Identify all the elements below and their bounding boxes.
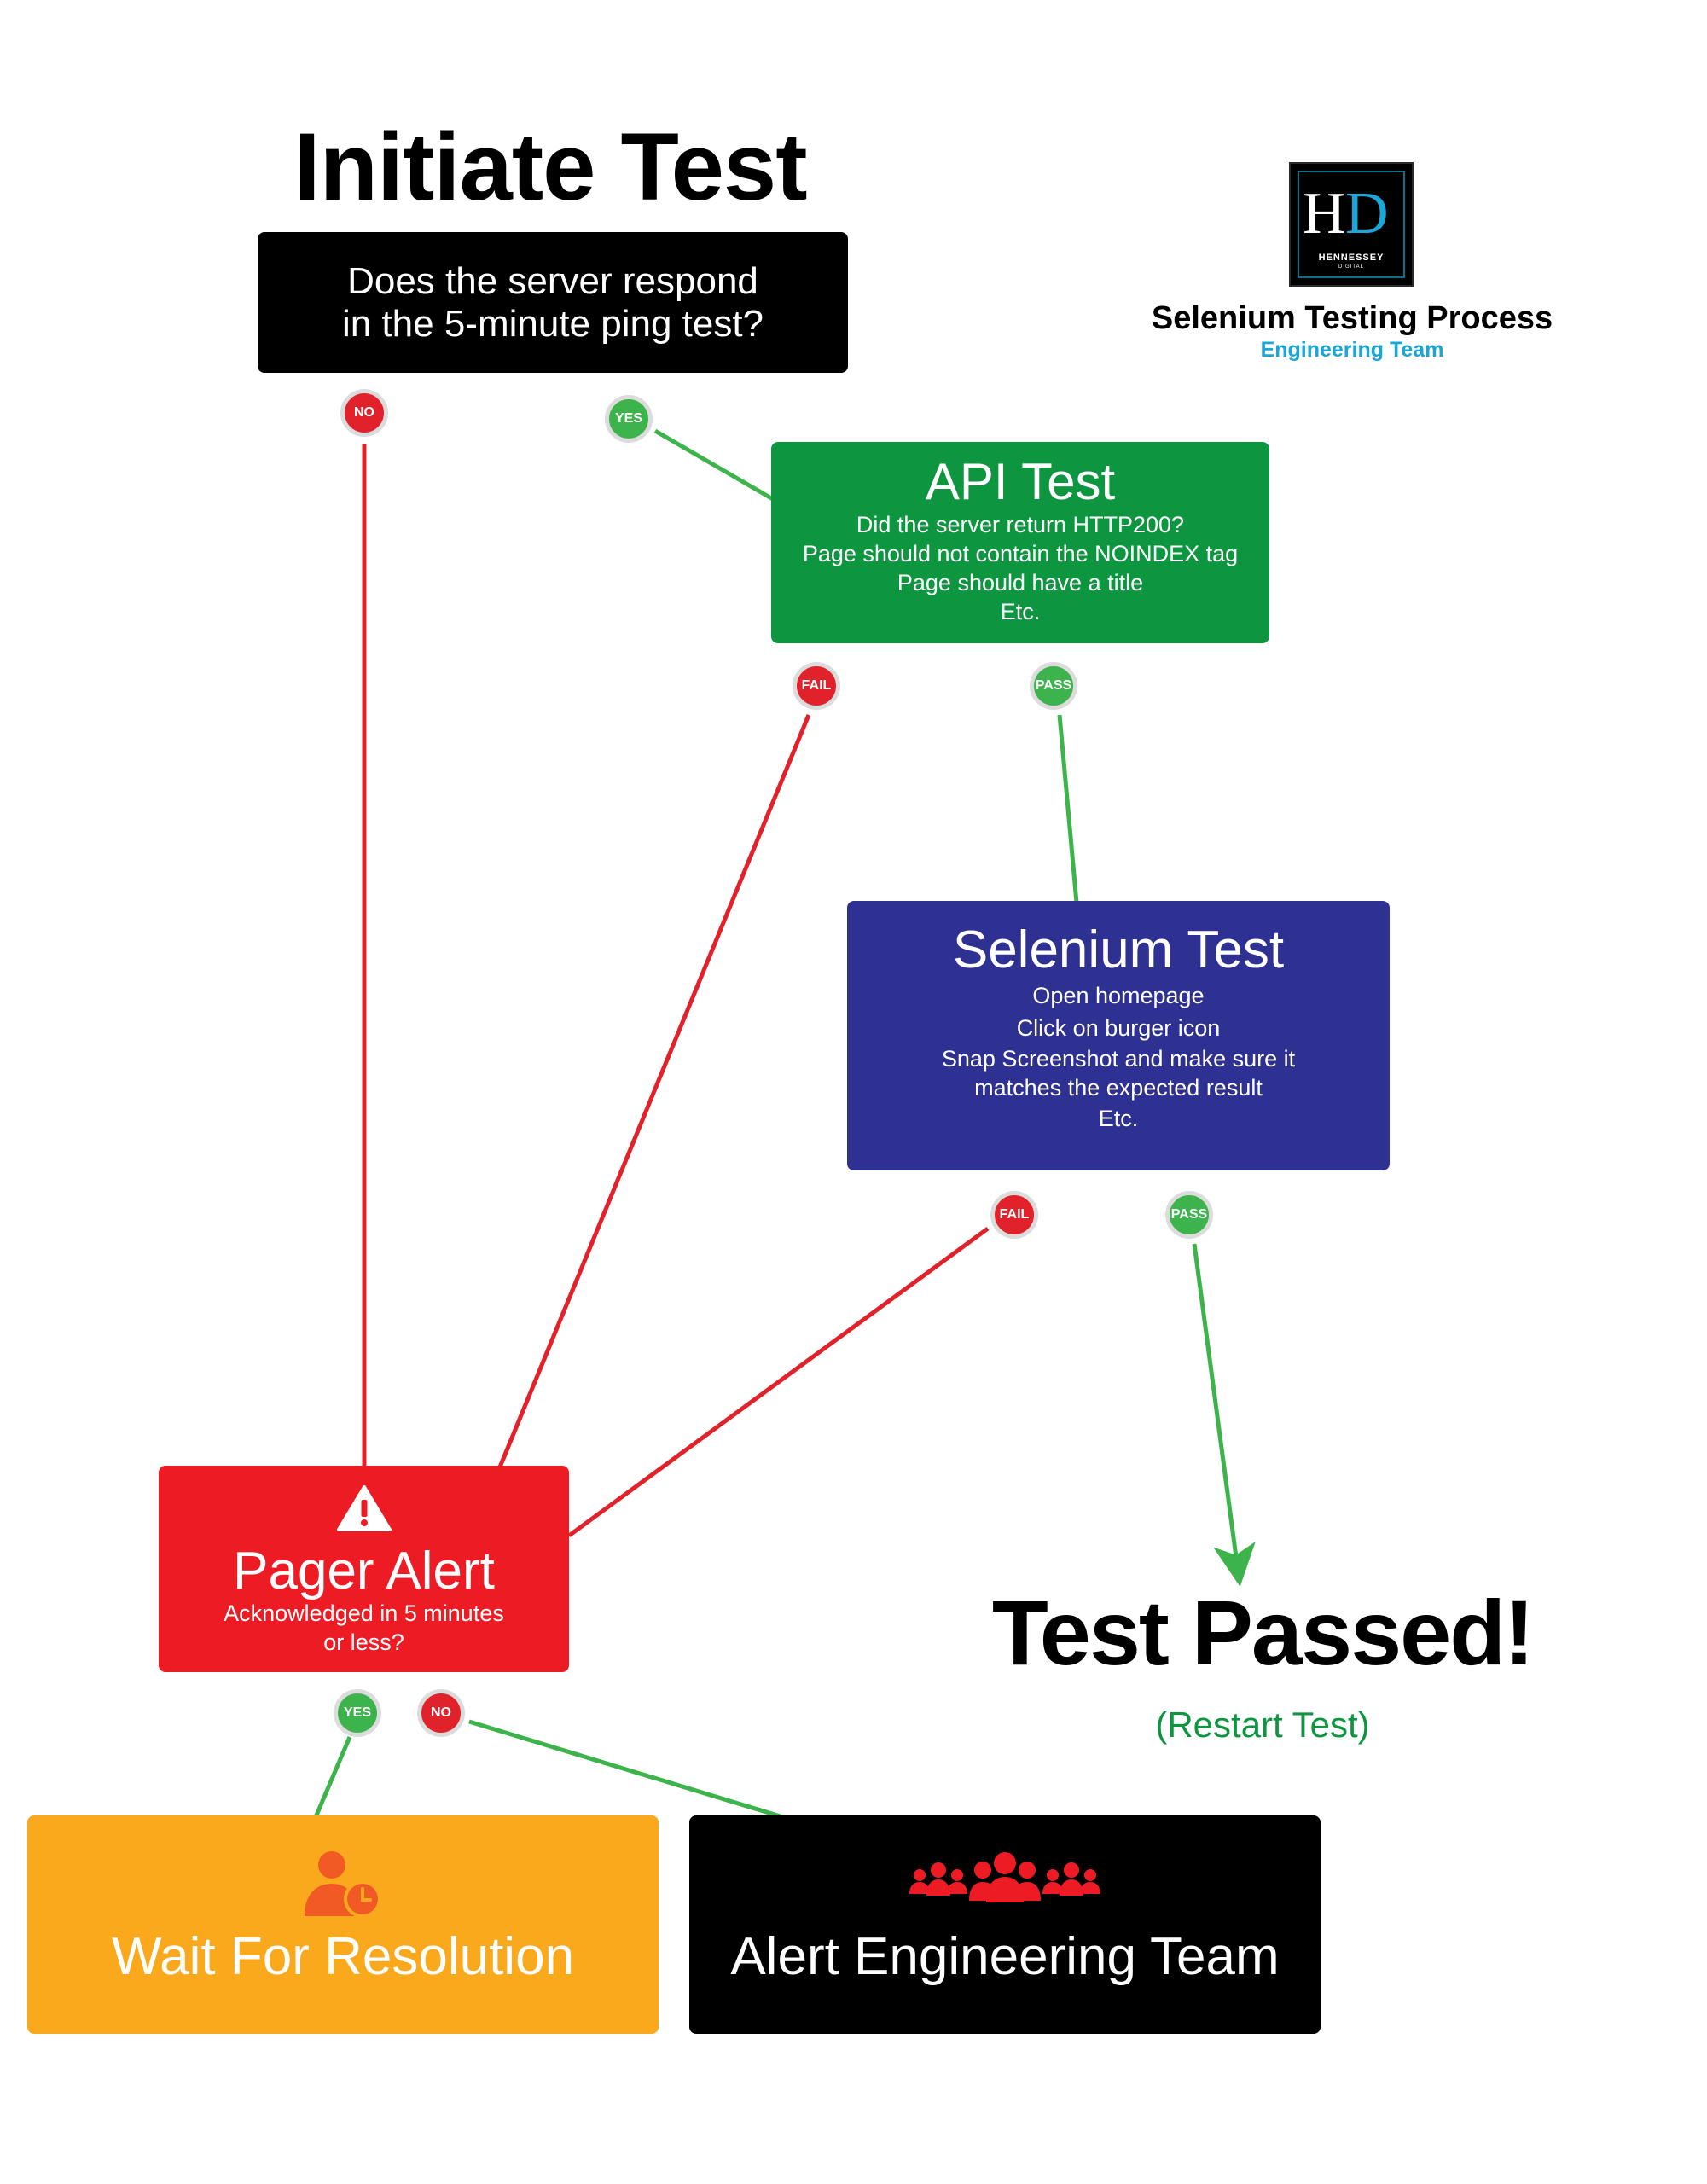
alert-engineering-team-label: Alert Engineering Team: [730, 1927, 1280, 1986]
alert-engineering-team-box: Alert Engineering Team: [689, 1815, 1321, 2034]
api-fail-badge: FAIL: [793, 662, 840, 710]
pager-alert-box: Pager Alert Acknowledged in 5 minutes or…: [159, 1466, 569, 1672]
api-test-title: API Test: [925, 453, 1116, 510]
line-selenium-fail-to-pager: [567, 1226, 990, 1538]
api-test-line: Etc.: [1000, 599, 1041, 624]
line-pager-yes-to-wait: [313, 1736, 352, 1818]
api-test-box: API Test Did the server return HTTP200? …: [771, 442, 1269, 643]
diagram-title: Initiate Test: [293, 113, 807, 220]
wait-for-resolution-box: Wait For Resolution: [27, 1815, 659, 2034]
ping-no-badge: NO: [340, 389, 388, 437]
api-test-line: Page should not contain the NOINDEX tag: [802, 541, 1239, 566]
ping-question: Does the server respond in the 5-minute …: [341, 259, 764, 345]
team-icon: [909, 1852, 1100, 1902]
pager-alert-title: Pager Alert: [233, 1542, 495, 1600]
logo-subtext: DIGITAL: [1338, 264, 1364, 270]
pager-alert-subtitle: Acknowledged in 5 minutes or less?: [224, 1600, 504, 1656]
line-api-fail-to-pager: [496, 714, 811, 1470]
selenium-test-line: matches the expected result: [974, 1075, 1263, 1101]
test-passed-title: Test Passed!: [991, 1581, 1535, 1684]
selenium-test-line: Snap Screenshot and make sure it: [941, 1046, 1296, 1072]
hennessey-digital-logo: H D HENNESSEY DIGITAL: [1289, 162, 1414, 287]
api-pass-badge: PASS: [1030, 662, 1077, 710]
warning-icon: [336, 1485, 392, 1531]
user-clock-icon: [305, 1851, 381, 1918]
brand-subtitle: Engineering Team: [1260, 338, 1444, 362]
pager-no-badge: NO: [417, 1689, 465, 1737]
logo-letter-h: H: [1303, 181, 1346, 247]
brand-title: Selenium Testing Process: [1151, 300, 1553, 336]
ping-yes-badge: YES: [605, 395, 653, 443]
api-test-line: Did the server return HTTP200?: [856, 512, 1185, 537]
pager-yes-badge: YES: [334, 1689, 381, 1737]
api-test-line: Page should have a title: [897, 570, 1144, 595]
line-ping-yes-to-api: [653, 428, 775, 502]
line-api-pass-to-selenium: [1057, 714, 1079, 903]
selenium-test-title: Selenium Test: [952, 921, 1285, 979]
ping-test-box: Does the server respond in the 5-minute …: [258, 232, 848, 373]
selenium-test-line: Click on burger icon: [1016, 1015, 1221, 1042]
selenium-test-line: Etc.: [1098, 1106, 1139, 1132]
restart-test-label: (Restart Test): [1155, 1705, 1370, 1745]
logo-name: HENNESSEY: [1318, 253, 1385, 263]
line-selenium-pass-to-result: [1192, 1243, 1256, 1587]
line-pager-no-to-alert: [468, 1719, 784, 1820]
logo-frame: [1298, 171, 1405, 278]
selenium-test-box: Selenium Test Open homepage Click on bur…: [847, 901, 1390, 1170]
logo-letter-d: D: [1345, 181, 1389, 247]
selenium-pass-badge: PASS: [1165, 1191, 1213, 1239]
selenium-fail-badge: FAIL: [990, 1191, 1038, 1239]
selenium-test-line: Open homepage: [1032, 983, 1205, 1009]
wait-for-resolution-label: Wait For Resolution: [111, 1927, 575, 1986]
